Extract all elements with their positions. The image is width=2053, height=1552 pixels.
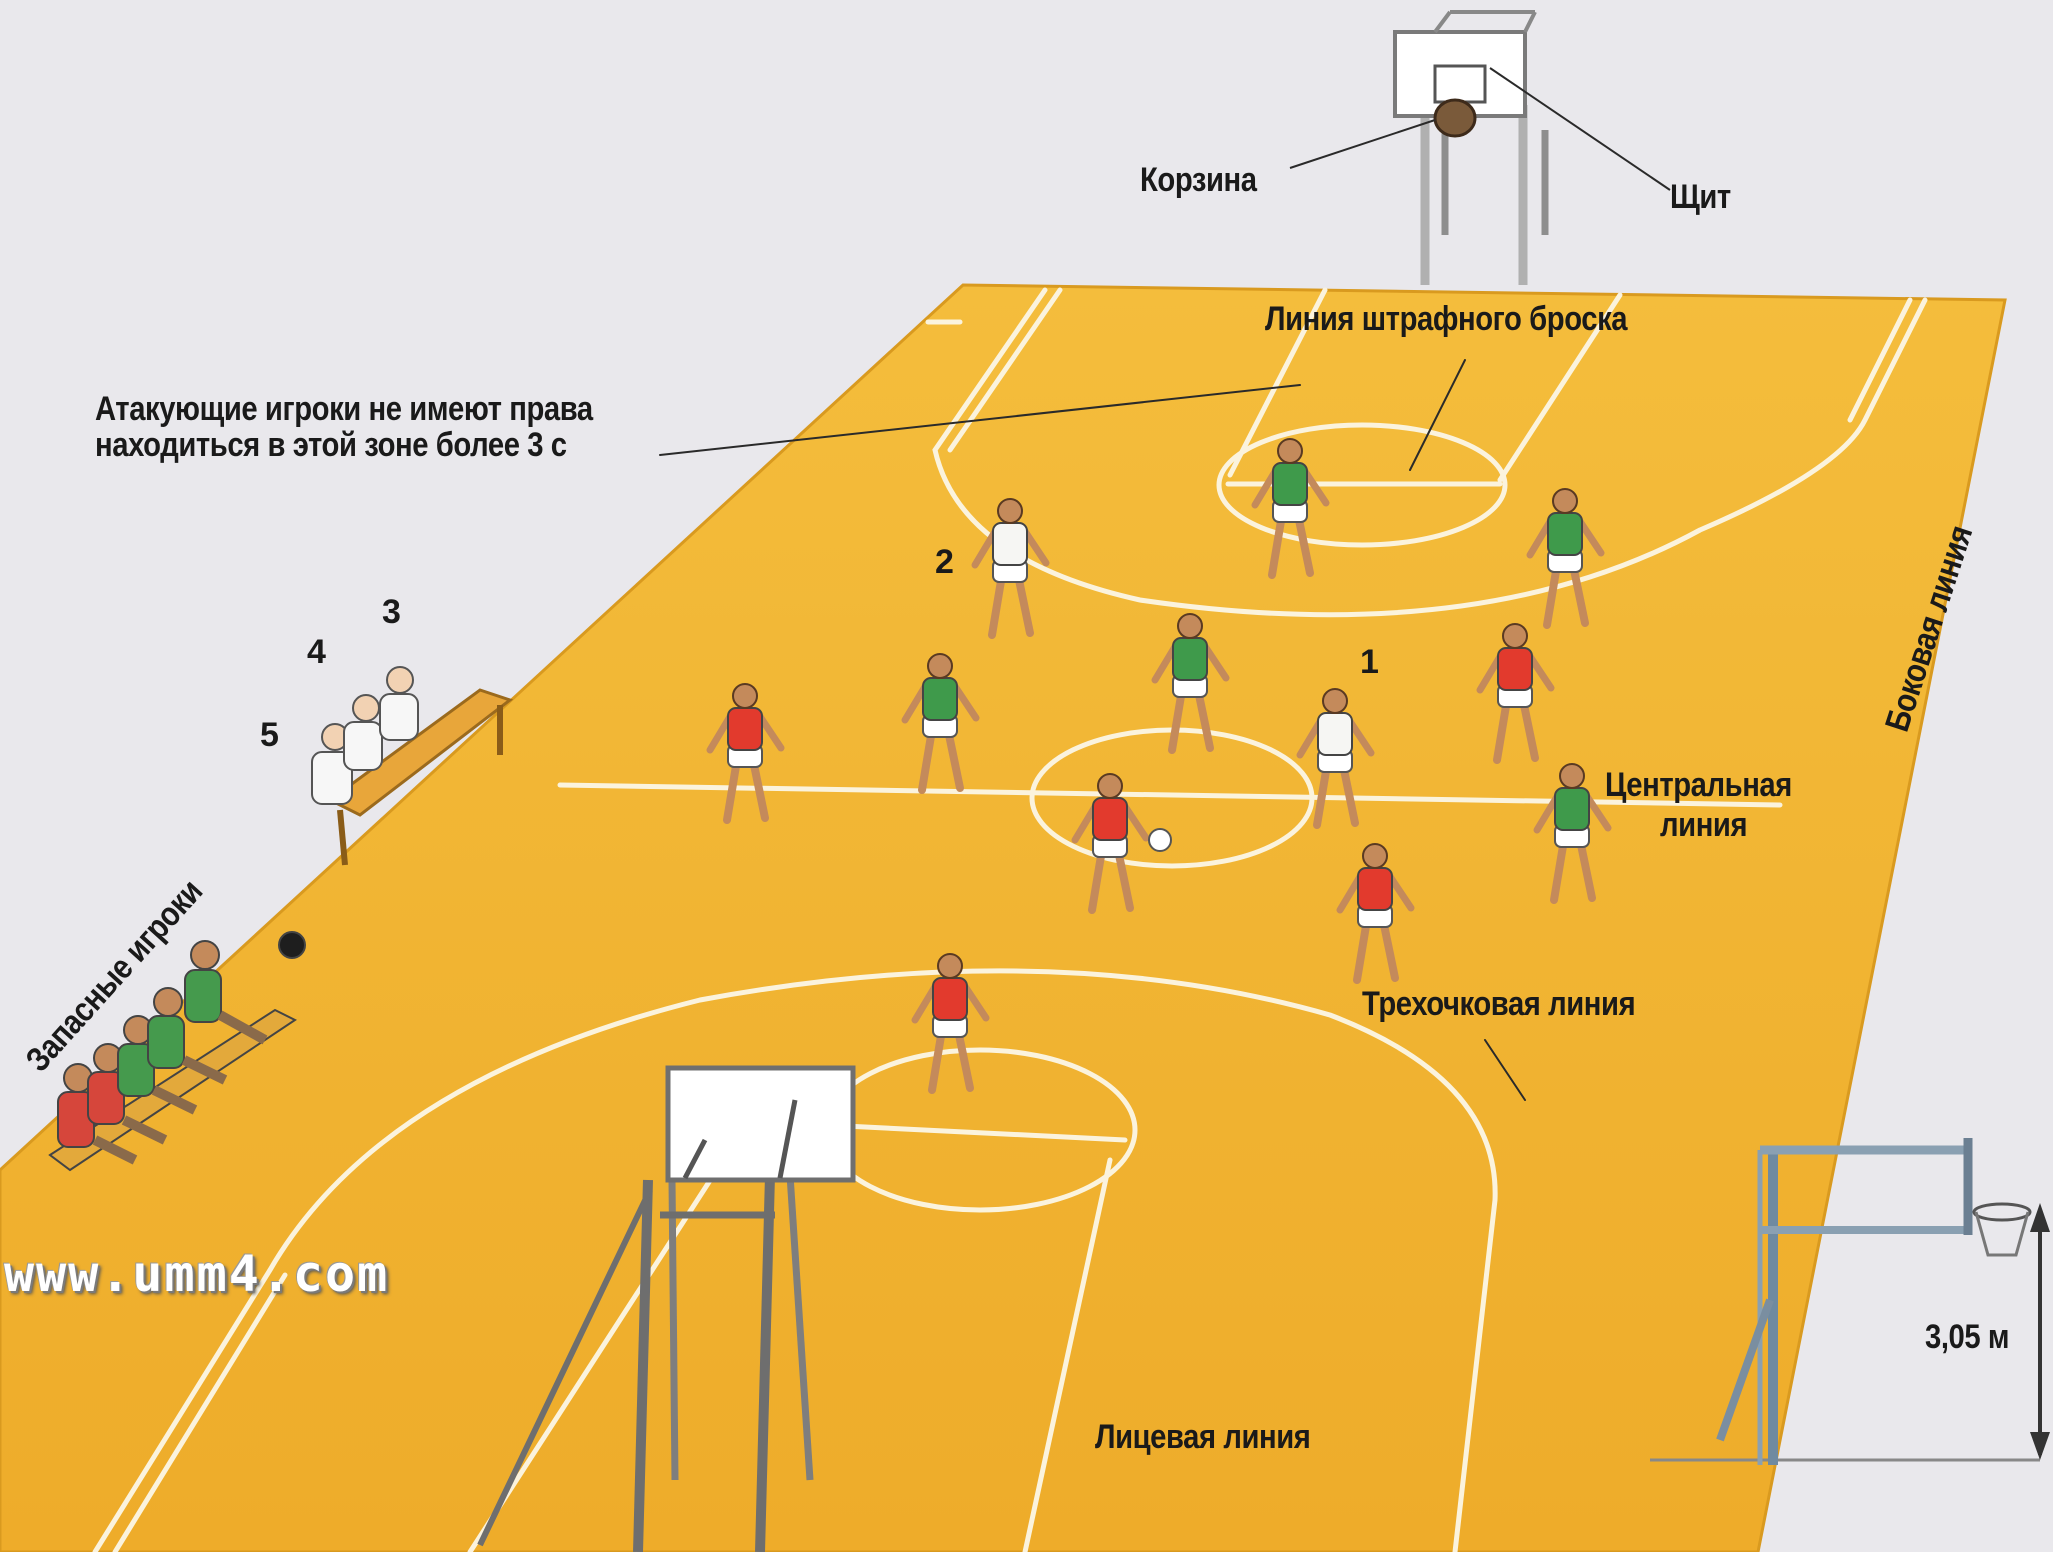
- official-number-4: 4: [307, 635, 325, 671]
- player-number-1: 1: [1360, 645, 1378, 681]
- near-backboard: [668, 1068, 853, 1180]
- center-line-label-2: линия: [1660, 808, 1747, 844]
- far-hoop-assembly: [1290, 12, 1670, 285]
- official-number-5: 5: [260, 718, 278, 754]
- restricted-zone-label-line-2: находиться в этой зоне более 3 с: [95, 428, 593, 464]
- end-line-label: Лицевая линия: [1095, 1420, 1310, 1456]
- far-basket: [1435, 100, 1475, 136]
- basket-label: Корзина: [1140, 163, 1257, 199]
- spare-ball: [279, 932, 305, 958]
- game-ball: [1149, 829, 1171, 851]
- center-line-label-1: Центральная: [1605, 768, 1792, 804]
- hoop-height-label: 3,05 м: [1925, 1320, 2009, 1356]
- player-number-2: 2: [935, 545, 953, 581]
- restricted-zone-label: Атакующие игроки не имеют права находить…: [95, 392, 593, 463]
- official-3: [380, 667, 418, 740]
- official-number-3: 3: [382, 595, 400, 631]
- court-floor: [0, 285, 2005, 1552]
- watermark: www.umm4.com: [4, 1245, 389, 1303]
- free-throw-line-label: Линия штрафного броска: [1265, 302, 1627, 338]
- official-4: [344, 695, 382, 770]
- backboard-label: Щит: [1670, 180, 1731, 216]
- three-point-line-label: Трехочковая линия: [1362, 987, 1635, 1023]
- restricted-zone-label-line-1: Атакующие игроки не имеют права: [95, 392, 593, 428]
